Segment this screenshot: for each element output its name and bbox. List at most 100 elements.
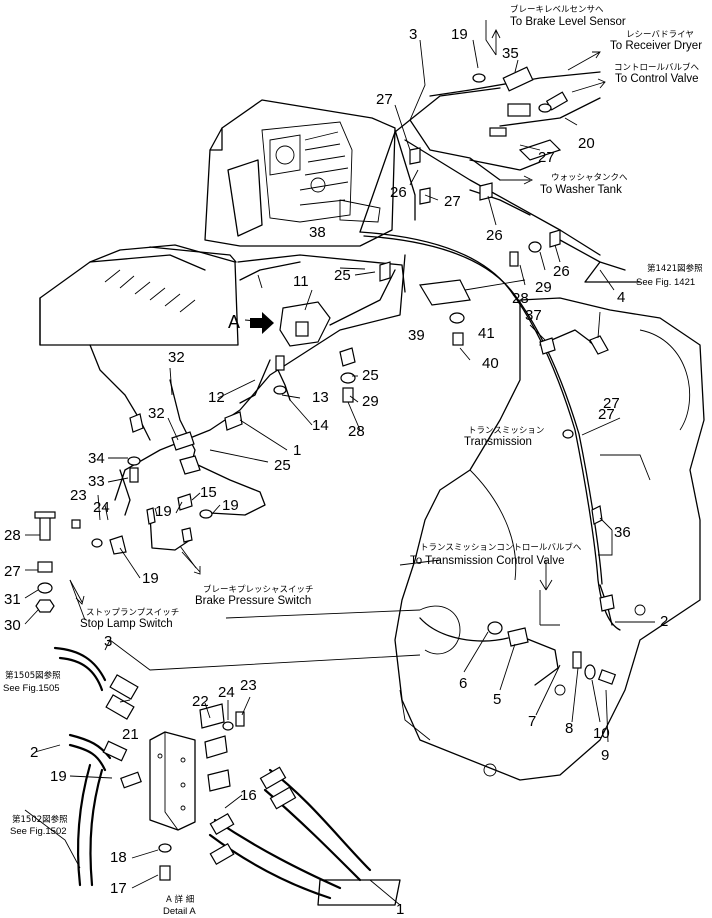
tcv-jp: トランスミッションコントロールバルブへ <box>420 542 582 553</box>
part-number: 7 <box>528 713 536 730</box>
view-a-arrow <box>250 312 274 334</box>
part-number: 9 <box>601 747 609 764</box>
part-number: 1 <box>396 901 404 918</box>
cab-panel-outline <box>204 99 396 247</box>
part-number: 34 <box>88 450 105 467</box>
part-number: 4 <box>617 289 625 306</box>
part-number: 5 <box>493 691 501 708</box>
part-number: 19 <box>222 497 239 514</box>
detail-a-drawing <box>53 646 401 906</box>
part-number: 35 <box>502 45 519 62</box>
part-number: 40 <box>482 355 499 372</box>
part-number: 23 <box>240 677 257 694</box>
part-number: 29 <box>362 393 379 410</box>
part-number: 24 <box>93 499 110 516</box>
part-number: 13 <box>312 389 329 406</box>
part-number: 38 <box>309 224 326 241</box>
part-number: 26 <box>553 263 570 280</box>
detail-a-jp: A 詳 細 <box>166 894 194 905</box>
callout-texts: ブレーキレベルセンサへ To Brake Level Sensor レシーバドラ… <box>3 4 703 917</box>
part-number: 37 <box>525 307 542 324</box>
part-number: 19 <box>142 570 159 587</box>
part-number: 22 <box>192 693 209 710</box>
part-number: 27 <box>444 193 461 210</box>
part-number: 28 <box>4 527 21 544</box>
transmission-jp: トランスミッション <box>468 426 544 436</box>
part-number: 27 <box>376 91 393 108</box>
part-number: 19 <box>50 768 67 785</box>
part-number: 25 <box>334 267 351 284</box>
part-number: 2 <box>30 744 38 761</box>
part-number: 33 <box>88 473 105 490</box>
brake-pressure-switch-jp: ブレーキプレッシャスイッチ <box>203 584 314 595</box>
fig-1502-label: See Fig.1502 <box>10 826 67 837</box>
control-valve-label: To Control Valve <box>615 73 699 85</box>
part-number: 8 <box>565 720 573 737</box>
fittings <box>34 66 617 685</box>
part-number: 16 <box>240 787 257 804</box>
washer-tank-label: To Washer Tank <box>540 184 622 196</box>
part-number: 28 <box>512 290 529 307</box>
part-number: 26 <box>390 184 407 201</box>
part-number: 19 <box>155 503 172 520</box>
part-number: 41 <box>478 325 495 342</box>
part-number: 30 <box>4 617 21 634</box>
part-number: 19 <box>451 26 468 43</box>
fig-1502-jp: 第1502図参照 <box>12 814 68 825</box>
transmission-outline <box>394 297 705 781</box>
part-number: 1 <box>293 442 301 459</box>
part-number: 14 <box>312 417 329 434</box>
leader-lines <box>24 20 655 906</box>
brake-level-sensor-label: To Brake Level Sensor <box>510 16 626 28</box>
part-number: 27 <box>603 395 620 412</box>
fig-1505-jp: 第1505図参照 <box>5 670 61 681</box>
part-number: 25 <box>274 457 291 474</box>
receiver-dryer-label: To Receiver Dryer <box>610 40 702 52</box>
part-number: 29 <box>535 279 552 296</box>
part-number: 27 <box>598 406 615 423</box>
part-number: 32 <box>168 349 185 366</box>
part-number: 17 <box>110 880 127 897</box>
part-number: 28 <box>348 423 365 440</box>
part-number: 2 <box>660 613 668 630</box>
transmission-label: Transmission <box>464 436 532 448</box>
part-number: 21 <box>122 726 139 743</box>
part-number: 12 <box>208 389 225 406</box>
part-number: 3 <box>104 633 112 650</box>
part-number: 36 <box>614 524 631 541</box>
part-number: 11 <box>293 273 309 290</box>
part-number: 26 <box>486 227 503 244</box>
part-number: 32 <box>148 405 165 422</box>
fig-1421-label: See Fig. 1421 <box>636 277 695 288</box>
fig-1505-label: See Fig.1505 <box>3 683 60 694</box>
part-number: 39 <box>408 327 425 344</box>
fig-1421-jp: 第1421図参照 <box>647 263 703 274</box>
callout-arrows <box>69 28 640 605</box>
part-number: 31 <box>4 591 21 608</box>
part-number: 27 <box>538 149 555 166</box>
part-number: 20 <box>578 135 595 152</box>
part-number: 23 <box>70 487 87 504</box>
tcv-label: To Transmission Control Valve <box>410 555 564 567</box>
stop-lamp-switch-jp: ストップランプスイッチ <box>86 608 179 618</box>
stop-lamp-switch-label: Stop Lamp Switch <box>80 618 173 630</box>
part-number: 24 <box>218 684 235 701</box>
hose-runs <box>89 71 641 686</box>
receiver-dryer-jp: レシーバドライヤ <box>626 30 694 40</box>
control-valve-jp: コントロールバルブへ <box>614 62 700 73</box>
part-number: 25 <box>362 367 379 384</box>
washer-tank-jp: ウォッシャタンクへ <box>551 173 628 183</box>
brake-pressure-switch-label: Brake Pressure Switch <box>195 595 311 607</box>
view-a-label: A <box>228 312 240 332</box>
detail-a-label: Detail A <box>163 906 196 917</box>
part-number-labels: 3 19 35 20 27 27 26 27 26 26 28 29 38 25… <box>4 26 668 918</box>
part-number: 18 <box>110 849 127 866</box>
part-number: 3 <box>409 26 417 43</box>
part-number: 15 <box>200 484 217 501</box>
part-number: 27 <box>4 563 21 580</box>
frame-outline <box>39 244 406 346</box>
part-number: 10 <box>593 725 610 742</box>
part-number: 6 <box>459 675 467 692</box>
